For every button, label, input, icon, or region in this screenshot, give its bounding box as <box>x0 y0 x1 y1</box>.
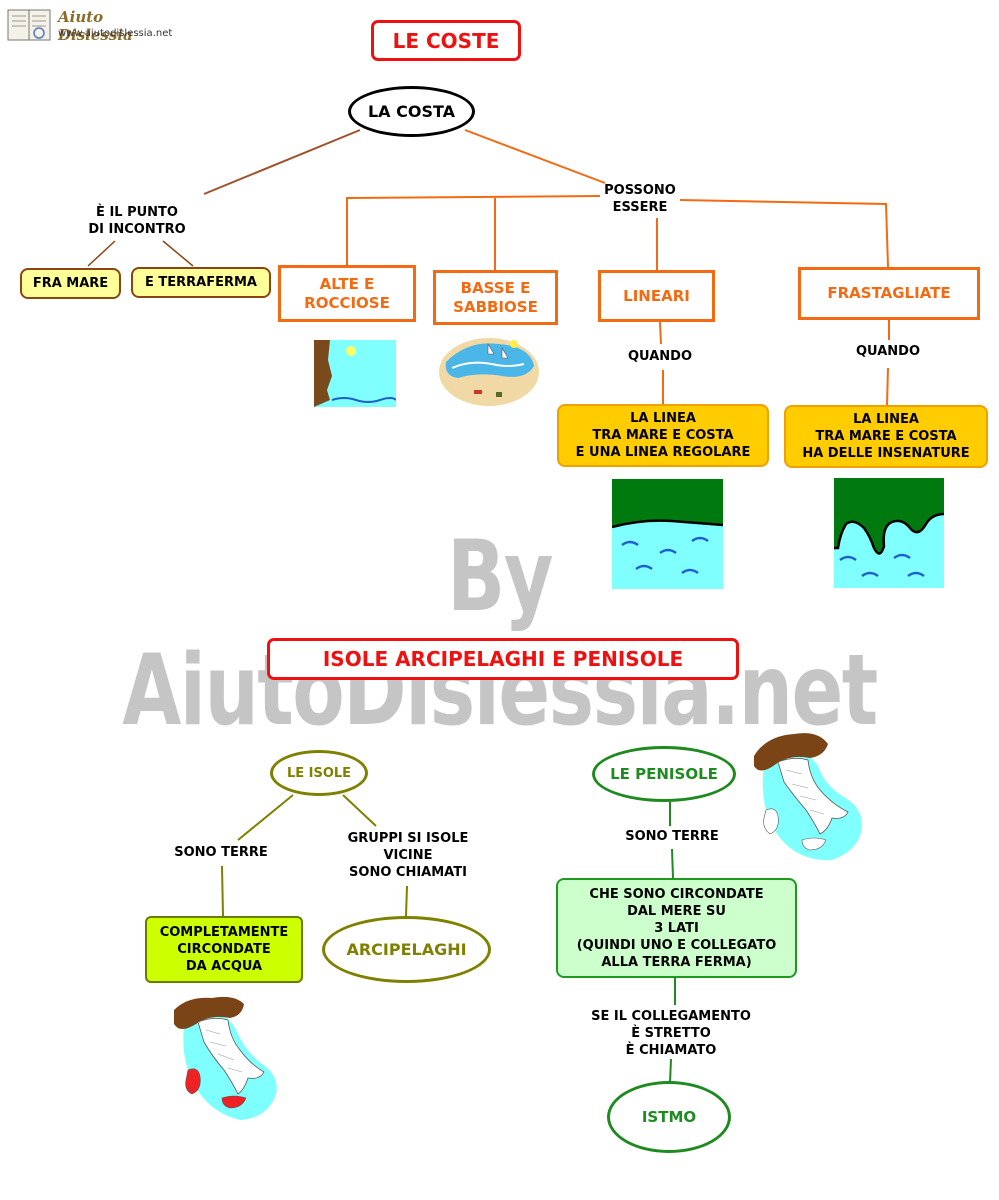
node-alte-rocciose: ALTE E ROCCIOSE <box>278 265 416 322</box>
logo[interactable]: Aiuto Dislessia www.aiutodislessia.net <box>6 6 176 46</box>
italy-islands-map-image <box>174 996 277 1120</box>
node-circondate-3-lati: CHE SONO CIRCONDATE DAL MERE SU 3 LATI (… <box>556 878 797 978</box>
node-frastagliate: FRASTAGLIATE <box>798 267 980 320</box>
label-collegamento-stretto: SE IL COLLEGAMENTO È STRETTO È CHIAMATO <box>591 1009 751 1058</box>
watermark: By AiutoDislessia.net <box>122 520 878 748</box>
label-sono-terre-penisole: SONO TERRE <box>625 829 719 844</box>
label-gruppi-isole: GRUPPI SI ISOLE VICINE SONO CHIAMATI <box>347 831 469 880</box>
node-istmo: ISTMO <box>607 1081 731 1153</box>
label-quando-frastagliate: QUANDO <box>856 344 920 359</box>
node-linea-regolare: LA LINEA TRA MARE E COSTA E UNA LINEA RE… <box>557 404 769 467</box>
indented-coast-image <box>834 478 944 588</box>
book-logo-icon <box>7 9 51 41</box>
section-title-coste: LE COSTE <box>371 20 521 61</box>
italy-peninsula-map-image <box>754 733 862 861</box>
node-linea-insenature: LA LINEA TRA MARE E COSTA HA DELLE INSEN… <box>784 405 988 468</box>
node-le-isole: LE ISOLE <box>270 750 368 796</box>
label-possono-essere: POSSONO ESSERE <box>604 183 676 215</box>
logo-url: www.aiutodislessia.net <box>58 28 173 39</box>
sandy-beach-image <box>439 338 539 406</box>
node-completamente-circondate: COMPLETAMENTE CIRCONDATE DA ACQUA <box>145 916 303 983</box>
section-title-isole: ISOLE ARCIPELAGHI E PENISOLE <box>267 638 739 680</box>
logo-name: Aiuto Dislessia <box>58 8 133 44</box>
node-lineari: LINEARI <box>598 270 715 322</box>
node-arcipelaghi: ARCIPELAGHI <box>322 916 491 983</box>
cliff-coast-image <box>314 340 396 407</box>
node-basse-sabbiose: BASSE E SABBIOSE <box>433 270 558 325</box>
label-sono-terre-isole: SONO TERRE <box>174 845 268 860</box>
root-node-la-costa: LA COSTA <box>348 86 475 137</box>
label-quando-lineari: QUANDO <box>628 349 692 364</box>
node-le-penisole: LE PENISOLE <box>592 746 736 802</box>
linear-coast-image <box>612 479 723 589</box>
node-fra-mare: FRA MARE <box>20 268 121 299</box>
node-terraferma: E TERRAFERMA <box>131 267 271 298</box>
label-punto-incontro: È IL PUNTO DI INCONTRO <box>88 205 186 237</box>
